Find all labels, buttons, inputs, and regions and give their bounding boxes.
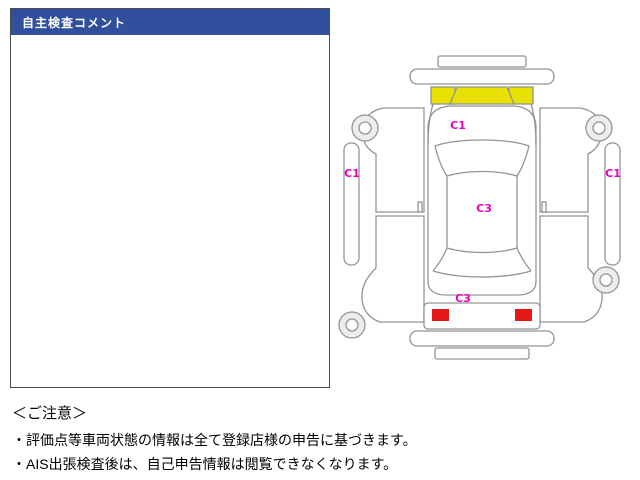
notice-section: ＜ご注意＞ ・評価点等車両状態の情報は全て登録店様の申告に基づきます。 ・AIS…	[12, 402, 417, 476]
left-rocker-panel	[343, 142, 360, 266]
rear-roof-edge	[434, 347, 530, 360]
a-pillar-left-line	[434, 145, 448, 177]
right-door-handle	[541, 201, 547, 213]
wheel-rear-left-icon	[338, 311, 366, 339]
right-rocker-panel	[604, 142, 621, 266]
notice-line: ・AIS出張検査後は、自己申告情報は閲覧できなくなります。	[12, 456, 398, 472]
a-pillar-right-line	[516, 145, 530, 177]
body-detail-lines	[432, 139, 532, 278]
left-door-handle	[417, 201, 423, 213]
car-condition-diagram: C1 C1 C1 C3 C3	[332, 50, 632, 368]
roof-front-line	[446, 170, 518, 177]
notice-title: ＜ご注意＞	[12, 405, 88, 422]
rear-panel	[423, 302, 541, 330]
rear-window-top-line	[446, 247, 518, 254]
damage-marker-rear: C3	[455, 292, 471, 305]
damage-marker-left-side: C1	[344, 167, 360, 180]
wheel-hub	[592, 121, 606, 135]
car-diagram-svg: C1 C1 C1 C3 C3	[338, 55, 621, 360]
rear-lamp-left	[432, 309, 449, 321]
self-inspection-comment-panel: 自主検査コメント	[10, 8, 330, 388]
rear-bumper	[409, 330, 555, 347]
comment-panel-header: 自主検査コメント	[11, 9, 329, 35]
damage-marker-front: C1	[450, 119, 466, 132]
damage-marker-right-side: C1	[605, 167, 621, 180]
notice-line: ・評価点等車両状態の情報は全て登録店様の申告に基づきます。	[12, 432, 417, 448]
damage-marker-roof: C3	[476, 202, 492, 215]
wheel-front-left-icon	[351, 114, 379, 142]
wheel-front-right-icon	[585, 114, 613, 142]
comment-panel-title: 自主検査コメント	[22, 15, 127, 30]
wheel-hub	[345, 318, 359, 332]
car-body-outline	[427, 105, 537, 296]
wheel-hub	[599, 273, 613, 287]
windshield-top-line	[434, 139, 530, 147]
front-bumper	[409, 68, 555, 85]
trunk-top-line	[432, 270, 532, 278]
comment-panel-body	[11, 35, 329, 387]
wheel-rear-right-icon	[592, 266, 620, 294]
wheel-hub	[358, 121, 372, 135]
rear-lamp-right	[515, 309, 532, 321]
left-side-panel-rear	[361, 215, 425, 323]
windshield-highlight	[449, 86, 515, 105]
c-pillar-right-line	[516, 247, 532, 272]
car-diagram: C1 C1 C1 C3 C3	[338, 55, 621, 360]
front-roof-edge	[437, 55, 527, 68]
right-side-panel-rear	[539, 215, 603, 323]
c-pillar-left-line	[432, 247, 448, 272]
